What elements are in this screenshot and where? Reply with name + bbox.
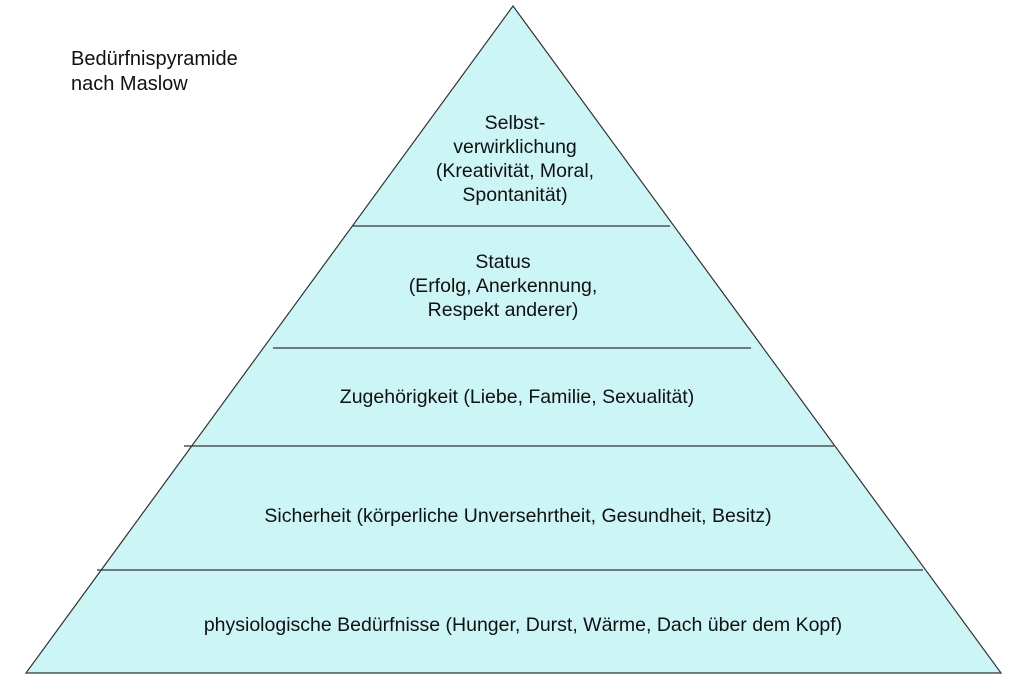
title-line-2: nach Maslow (71, 73, 188, 95)
level-self-actualization: Selbst- verwirklichung (Kreativität, Mor… (436, 111, 594, 207)
level-line: Status (475, 251, 531, 273)
level-belonging: Zugehörigkeit (Liebe, Familie, Sexualitä… (340, 385, 694, 409)
level-physiological: physiologische Bedürfnisse (Hunger, Durs… (204, 613, 842, 637)
level-line: (Kreativität, Moral, (435, 160, 595, 182)
level-safety: Sicherheit (körperliche Unversehrtheit, … (264, 504, 771, 528)
pyramid-shape (24, 4, 1003, 674)
diagram-title: Bedürfnispyramide nach Maslow (71, 47, 331, 97)
title-line-1: Bedürfnispyramide (71, 48, 238, 70)
level-line: physiologische Bedürfnisse (Hunger, Durs… (203, 614, 843, 636)
level-line: Spontanität) (462, 184, 568, 206)
level-line: (Erfolg, Anerkennung, (408, 275, 598, 297)
level-line: Zugehörigkeit (Liebe, Familie, Sexualitä… (339, 386, 695, 408)
level-line: verwirklichung (453, 136, 577, 158)
level-line: Respekt anderer) (427, 299, 579, 321)
level-line: Selbst- (484, 112, 546, 134)
level-line: Sicherheit (körperliche Unversehrtheit, … (264, 505, 772, 527)
level-status: Status (Erfolg, Anerkennung, Respekt and… (409, 250, 598, 322)
